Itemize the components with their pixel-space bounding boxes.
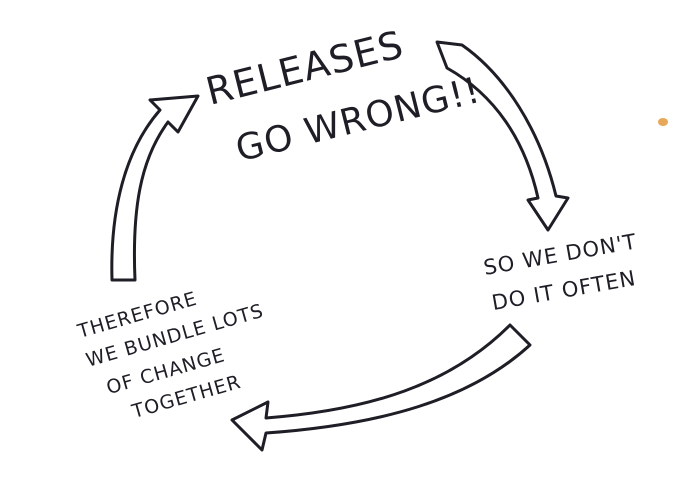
smudge-mark: [658, 118, 668, 126]
arrow-infrequent-to-bundle: [230, 323, 532, 452]
arrow-releases-to-infrequent: [435, 40, 570, 232]
arrow-bundle-to-releases: [110, 94, 200, 282]
